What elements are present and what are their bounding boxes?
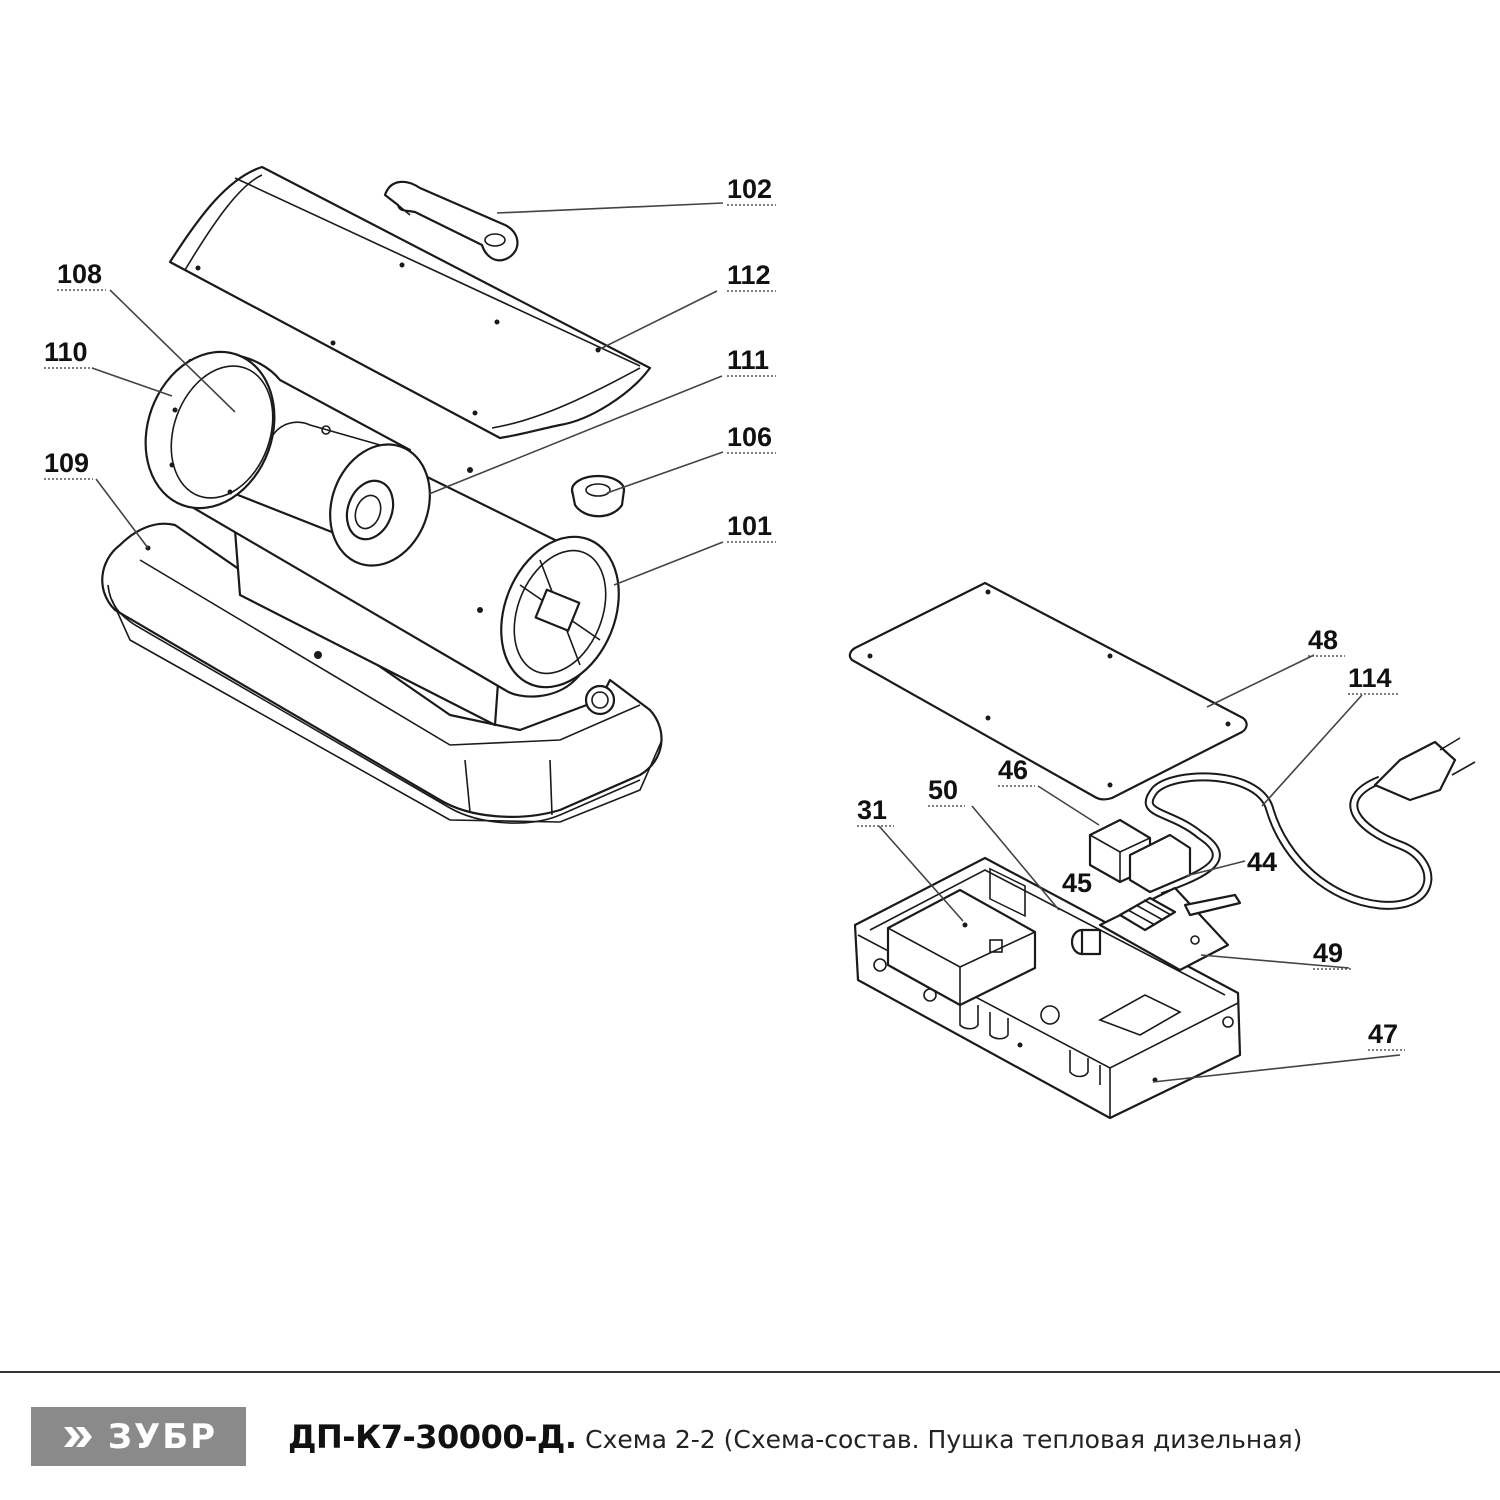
logo-arrows-icon [63,1426,92,1447]
diagram-description: Схема 2-2 (Схема-состав. Пушка тепловая … [585,1425,1303,1454]
exploded-parts-diagram: 102 108 112 110 111 106 109 101 48 114 4… [44,165,1476,1120]
callout-49: 49 [1313,938,1343,968]
callout-106: 106 [727,422,772,452]
callout-102: 102 [727,174,772,204]
callout-101: 101 [727,511,772,541]
callout-111: 111 [727,345,769,375]
power-cord-plug [1144,737,1476,910]
rear-ring [144,350,276,510]
footer-divider [0,1371,1500,1373]
callout-46: 46 [998,755,1028,785]
diagram-caption: ДП-К7-30000-Д. Схема 2-2 (Схема-состав. … [288,1418,1302,1456]
model-number: ДП-К7-30000-Д. [288,1418,577,1456]
carry-handle [383,180,519,262]
logo-text: ЗУБР [107,1416,218,1457]
callout-109: 109 [44,448,89,478]
callout-47: 47 [1368,1019,1398,1049]
callout-114: 114 [1348,663,1392,693]
callout-45: 45 [1062,868,1092,898]
callout-108: 108 [57,259,102,289]
callout-48: 48 [1308,625,1338,655]
control-box-lid [848,581,1248,801]
top-cover [168,165,652,440]
brand-logo: ЗУБР [31,1407,246,1466]
callout-44: 44 [1247,847,1277,877]
capacitor [1070,928,1102,956]
callout-labels: 102 108 112 110 111 106 109 101 48 114 4… [44,174,1405,1051]
power-switch [1088,818,1192,894]
callout-31: 31 [857,795,887,825]
control-box-assembly [848,581,1476,1120]
callout-50: 50 [928,775,958,805]
callout-112: 112 [727,260,771,290]
leader-lines [91,202,1401,1083]
ignition-transformer [886,888,1037,1007]
heater-assembly [101,165,663,824]
fuel-cap [570,474,626,518]
callout-110: 110 [44,337,88,367]
control-board [1098,886,1242,972]
